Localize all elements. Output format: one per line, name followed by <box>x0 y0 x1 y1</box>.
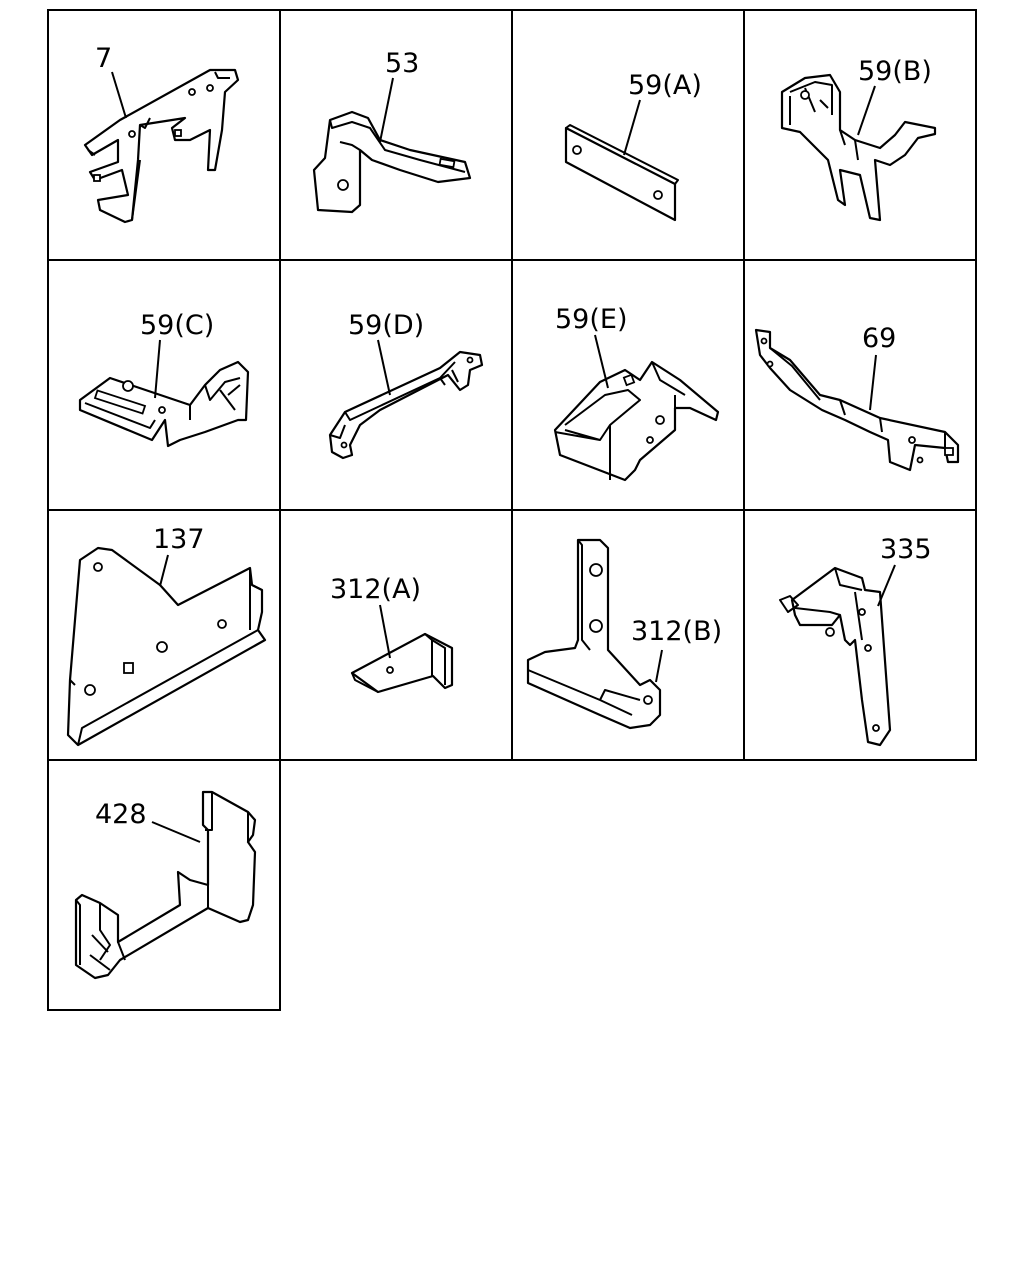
callout-label: 59(A) <box>628 70 702 101</box>
callout-label: 312(B) <box>631 616 722 647</box>
callout-label: 428 <box>95 799 147 830</box>
grid-lines <box>47 9 977 1011</box>
callout-label: 59(D) <box>348 310 424 341</box>
bracket-137-drawing <box>66 546 267 747</box>
callout-label: 53 <box>385 48 419 79</box>
bracket-59d-drawing <box>328 350 484 460</box>
part-cell-59b[interactable]: 59(B) <box>780 56 937 222</box>
bracket-59e-drawing <box>553 360 720 482</box>
bracket-312b-drawing <box>526 538 662 730</box>
callout-label: 335 <box>880 534 932 565</box>
callout-label: 7 <box>95 43 112 74</box>
bracket-7-drawing <box>83 68 240 224</box>
bracket-53-drawing <box>312 110 472 214</box>
bracket-312a-drawing <box>350 632 454 694</box>
part-cell-137[interactable]: 137 <box>66 524 267 747</box>
part-cell-428[interactable]: 428 <box>74 790 257 980</box>
part-cell-59c[interactable]: 59(C) <box>78 310 250 448</box>
bracket-59c-drawing <box>78 360 250 448</box>
part-cell-59e[interactable]: 59(E) <box>553 304 720 482</box>
callout-label: 59(B) <box>858 56 932 87</box>
part-cell-312b[interactable]: 312(B) <box>526 538 722 730</box>
part-cell-59a[interactable]: 59(A) <box>564 70 702 222</box>
bracket-69-drawing <box>754 328 960 472</box>
bracket-59b-drawing <box>780 73 937 222</box>
part-cell-312a[interactable]: 312(A) <box>330 574 454 694</box>
part-cell-59d[interactable]: 59(D) <box>328 310 484 460</box>
part-cell-7[interactable]: 7 <box>83 43 240 224</box>
callout-label: 312(A) <box>330 574 421 605</box>
callout-label: 137 <box>153 524 205 555</box>
part-cell-335[interactable]: 335 <box>779 534 932 747</box>
bracket-428-drawing <box>74 790 257 980</box>
callout-label: 59(E) <box>555 304 627 335</box>
part-cell-69[interactable]: 69 <box>754 323 960 472</box>
callout-label: 59(C) <box>140 310 214 341</box>
callout-label: 69 <box>862 323 896 354</box>
part-cell-53[interactable]: 53 <box>312 48 472 214</box>
bracket-335-drawing <box>779 566 892 747</box>
plate-59a-drawing <box>564 124 679 222</box>
